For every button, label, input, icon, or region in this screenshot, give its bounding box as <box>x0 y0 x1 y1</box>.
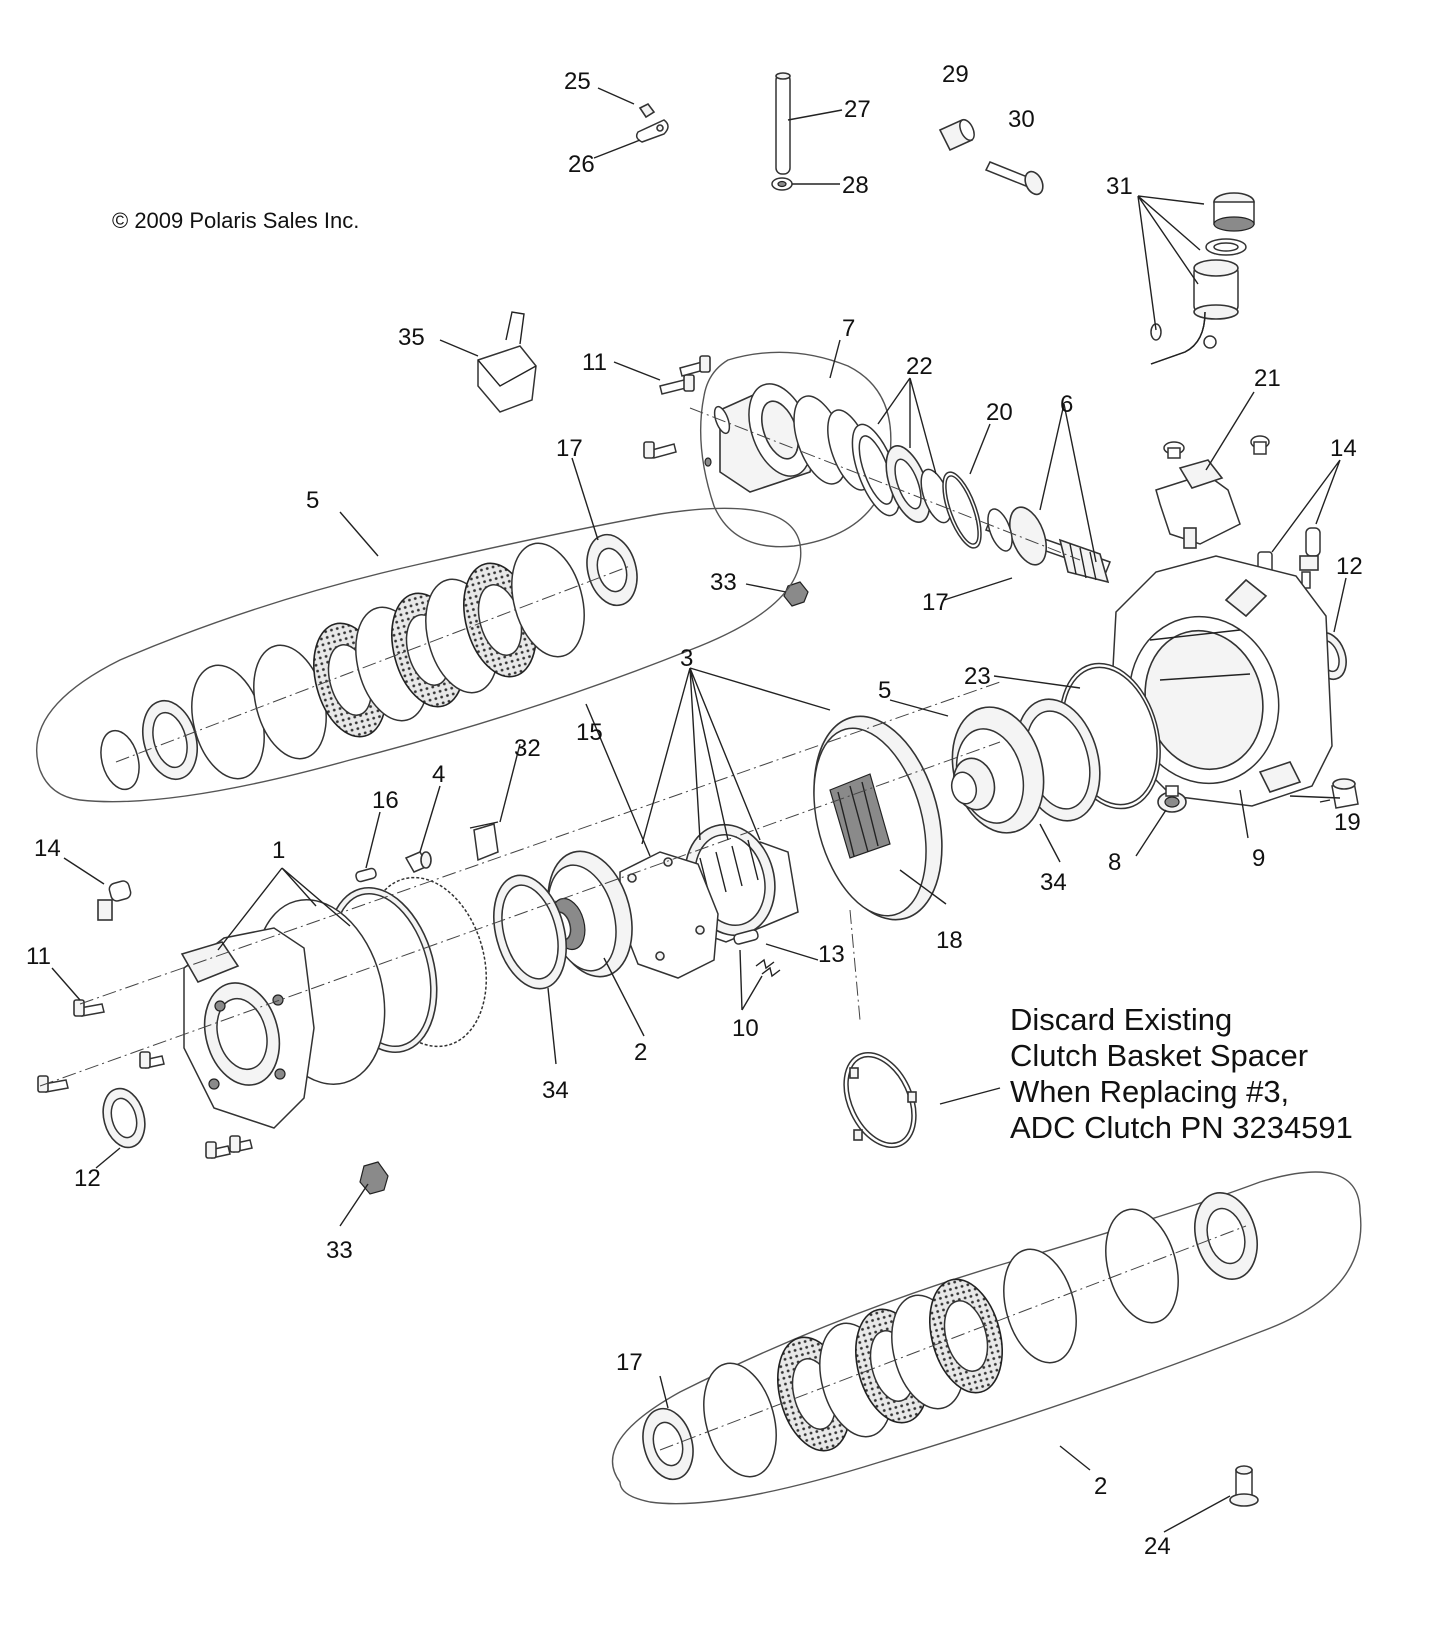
part-26-bracket <box>635 119 669 143</box>
note-line-3: When Replacing #3, <box>1010 1074 1289 1109</box>
callout-31: 31 <box>1106 173 1133 200</box>
callout-35: 35 <box>398 324 425 351</box>
part-13-pin <box>733 929 759 945</box>
callout-20: 20 <box>986 399 1013 426</box>
part-22-rings <box>851 423 952 524</box>
note-line-4: ADC Clutch PN 3234591 <box>1010 1110 1353 1145</box>
callout-24: 24 <box>1144 1533 1171 1560</box>
callout-12-lower: 12 <box>74 1165 101 1192</box>
callout-21: 21 <box>1254 365 1281 392</box>
callout-4: 4 <box>432 761 445 788</box>
callout-2-mid: 2 <box>634 1039 647 1066</box>
callout-17-lower: 17 <box>616 1349 643 1376</box>
part-3-clutch-basket <box>683 823 799 943</box>
callout-12-upper: 12 <box>1336 553 1363 580</box>
part-28-clip <box>771 177 793 191</box>
part-9-main-housing <box>1111 555 1333 807</box>
callout-26: 26 <box>568 151 595 178</box>
part-1-orings <box>254 876 488 1085</box>
callout-17-upper-left: 17 <box>556 435 583 462</box>
callout-23: 23 <box>964 663 991 690</box>
callout-11-upper: 11 <box>582 349 607 376</box>
part-8-drain-plug <box>1157 785 1187 813</box>
part-16-dowel <box>355 867 377 883</box>
callout-27: 27 <box>844 96 871 123</box>
part-19-plug <box>1331 778 1359 809</box>
callout-32: 32 <box>514 735 541 762</box>
callout-11-lower: 11 <box>26 943 51 970</box>
part-11-bolts-lower <box>37 999 253 1159</box>
part-18-armature-plate <box>813 715 943 921</box>
callout-10: 10 <box>732 1015 759 1042</box>
callout-29: 29 <box>942 61 969 88</box>
callout-33-lower: 33 <box>326 1237 353 1264</box>
part-12-seal-lower <box>102 1087 146 1149</box>
callout-15: 15 <box>576 719 603 746</box>
part-14-fitting-lower <box>97 880 132 921</box>
callout-7: 7 <box>842 315 855 342</box>
callout-18: 18 <box>936 927 963 954</box>
callout-5-hub: 5 <box>878 677 891 704</box>
callout-14-upper: 14 <box>1330 435 1357 462</box>
leader-lines <box>51 87 1347 1533</box>
note-line-1: Discard Existing <box>1010 1002 1232 1037</box>
callout-28: 28 <box>842 172 869 199</box>
replacement-note: Discard Existing Clutch Basket Spacer Wh… <box>1010 1002 1353 1145</box>
part-21-sensor <box>1155 435 1270 549</box>
callout-25: 25 <box>564 68 591 95</box>
callout-33-upper: 33 <box>710 569 737 596</box>
part-33-magnet-upper <box>783 581 809 607</box>
callout-16: 16 <box>372 787 399 814</box>
callout-2-group: 2 <box>1094 1473 1107 1500</box>
callout-14-lower: 14 <box>34 835 61 862</box>
part-10-springs <box>755 958 781 978</box>
part-clutch-basket-spacer <box>843 1051 917 1149</box>
part-35-bracket <box>477 311 537 413</box>
part-6-pinion <box>985 506 1111 584</box>
callout-30: 30 <box>1008 106 1035 133</box>
callout-34-lower: 34 <box>542 1077 569 1104</box>
note-line-2: Clutch Basket Spacer <box>1010 1038 1308 1073</box>
copyright-text: © 2009 Polaris Sales Inc. <box>112 208 359 233</box>
callout-6: 6 <box>1060 391 1073 418</box>
callout-17-pinion: 17 <box>922 589 949 616</box>
callout-13: 13 <box>818 941 845 968</box>
callout-34-upper: 34 <box>1040 869 1067 896</box>
callout-5-group: 5 <box>306 487 319 514</box>
group-2-clutch-pack <box>611 1171 1362 1505</box>
callout-8: 8 <box>1108 849 1121 876</box>
part-4-bushing <box>404 851 432 873</box>
callout-3: 3 <box>680 645 693 672</box>
callout-numbers: 25 26 27 28 29 30 31 35 11 7 22 20 6 21 … <box>26 61 1363 1560</box>
part-20-oring <box>942 471 982 549</box>
part-31-reservoir-kit <box>1150 192 1255 365</box>
group-7-actuator <box>699 351 892 548</box>
part-1-cover <box>180 927 315 1129</box>
part-5-clutch-hub <box>950 706 1045 834</box>
callout-1: 1 <box>272 837 285 864</box>
part-32-bracket <box>469 821 499 862</box>
callout-9: 9 <box>1252 845 1265 872</box>
callout-22: 22 <box>906 353 933 380</box>
part-24-bolt <box>1229 1465 1259 1507</box>
axis-lines <box>39 407 1247 1451</box>
part-27-pin <box>775 72 791 175</box>
callout-19: 19 <box>1334 809 1361 836</box>
part-15-spacer-plate <box>619 851 719 979</box>
part-11-bolts-upper <box>643 355 711 459</box>
part-30-bolt <box>984 161 1044 196</box>
part-25-screw <box>638 102 656 119</box>
part-29-bushing <box>938 118 975 152</box>
